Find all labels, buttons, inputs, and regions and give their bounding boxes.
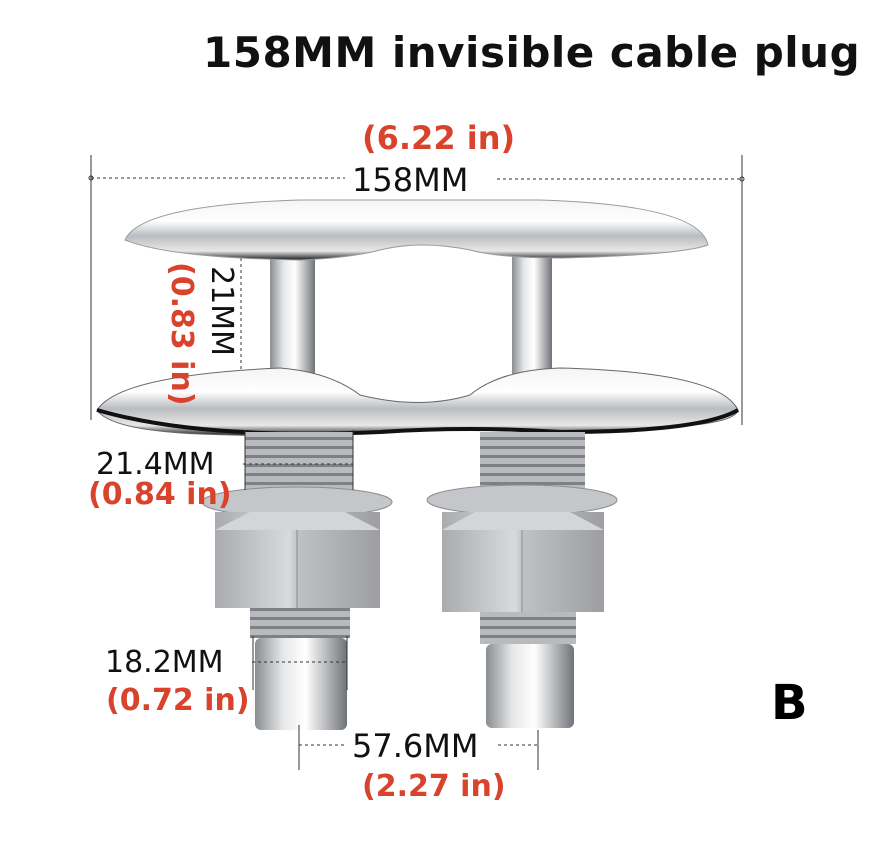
tip-diameter-mm-label: 18.2MM [105, 645, 224, 680]
overall-length-inch-label: (6.22 in) [362, 119, 516, 157]
product-title: 158MM invisible cable plug [203, 28, 861, 77]
tip-diameter-inch-label: (0.72 in) [106, 683, 250, 718]
variant-letter: B [771, 675, 808, 731]
post-height-mm-label: 21MM [204, 266, 239, 356]
post-spacing-mm-label: 57.6MM [352, 727, 479, 765]
thread-diameter-mm-label: 21.4MM [96, 447, 215, 482]
thread-diameter-inch-label: (0.84 in) [88, 477, 232, 512]
overall-length-mm-label: 158MM [352, 161, 469, 199]
post-height-inch-label: (0.83 in) [164, 262, 199, 406]
post-spacing-inch-label: (2.27 in) [362, 769, 506, 804]
